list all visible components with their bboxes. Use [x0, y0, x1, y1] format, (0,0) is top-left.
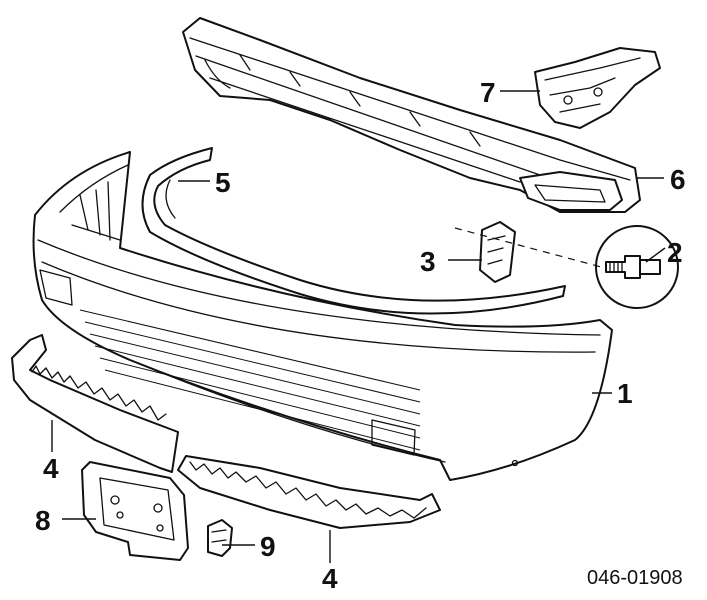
bumper-reinforcement-beam	[182, 17, 641, 213]
retainer-clip	[207, 519, 233, 557]
license-plate-bracket	[81, 461, 189, 561]
leader-2	[645, 247, 666, 263]
diagram-code: 046-01908	[587, 567, 683, 589]
callout-3: 3	[420, 246, 436, 277]
bumper-mounting-bracket	[534, 47, 661, 129]
bumper-cover	[32, 151, 613, 481]
callout-1: 1	[617, 378, 633, 409]
bumper-clip	[479, 221, 516, 283]
lower-deflector-right	[177, 455, 441, 529]
lower-deflector-left	[11, 334, 179, 473]
callout-6: 6	[670, 164, 686, 195]
callout-5: 5	[215, 167, 231, 198]
bumper-upper-moulding	[141, 147, 566, 315]
alignment-line	[454, 227, 606, 269]
bolt-detail	[595, 225, 679, 309]
callout-8: 8	[35, 505, 51, 536]
callout-9: 9	[260, 531, 276, 562]
callout-4-right: 4	[322, 563, 338, 594]
callout-7: 7	[480, 77, 496, 108]
callout-4-left: 4	[43, 453, 59, 484]
callout-2: 2	[667, 237, 683, 268]
